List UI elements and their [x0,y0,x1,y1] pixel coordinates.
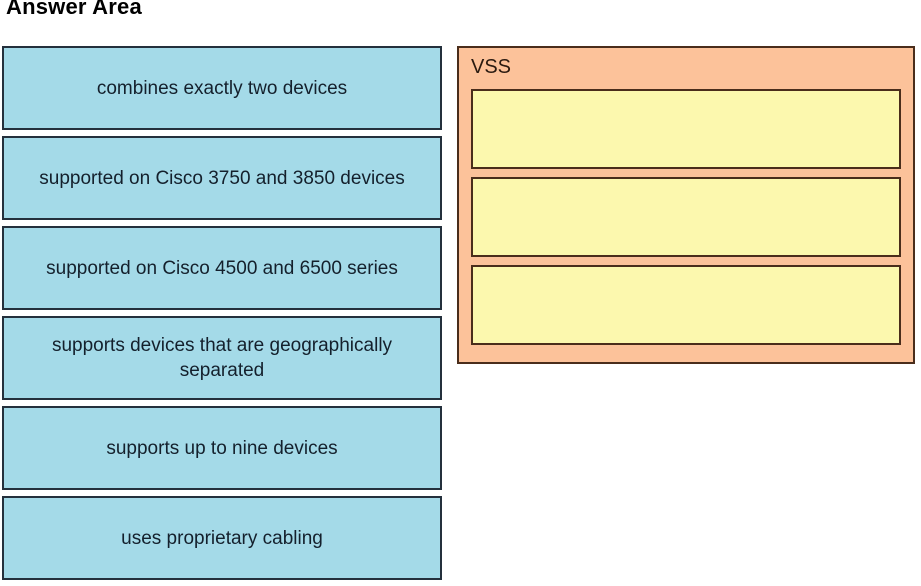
answer-panel-vss: VSS [457,46,915,364]
page-title: Answer Area [6,0,142,19]
dropzone-2[interactable] [471,177,901,257]
option-tile-5-label: supports up to nine devices [106,437,338,459]
option-tile-4-label: supports devices that are geographically… [51,335,393,381]
option-tile-4[interactable]: supports devices that are geographically… [2,316,442,400]
option-tile-2[interactable]: supported on Cisco 3750 and 3850 devices [2,136,442,220]
option-tile-2-label: supported on Cisco 3750 and 3850 devices [39,167,405,189]
dropzone-3[interactable] [471,265,901,345]
option-tile-3-label: supported on Cisco 4500 and 6500 series [46,257,398,279]
option-tile-6-label: uses proprietary cabling [121,527,323,549]
draggable-options-list: combines exactly two devices supported o… [2,46,442,586]
dropzone-1[interactable] [471,89,901,169]
option-tile-1-label: combines exactly two devices [96,77,348,99]
option-tile-1[interactable]: combines exactly two devices [2,46,442,130]
option-tile-3[interactable]: supported on Cisco 4500 and 6500 series [2,226,442,310]
dropzone-list [471,89,901,345]
option-tile-5[interactable]: supports up to nine devices [2,406,442,490]
answer-panel-title: VSS [471,56,512,78]
option-tile-6[interactable]: uses proprietary cabling [2,496,442,580]
